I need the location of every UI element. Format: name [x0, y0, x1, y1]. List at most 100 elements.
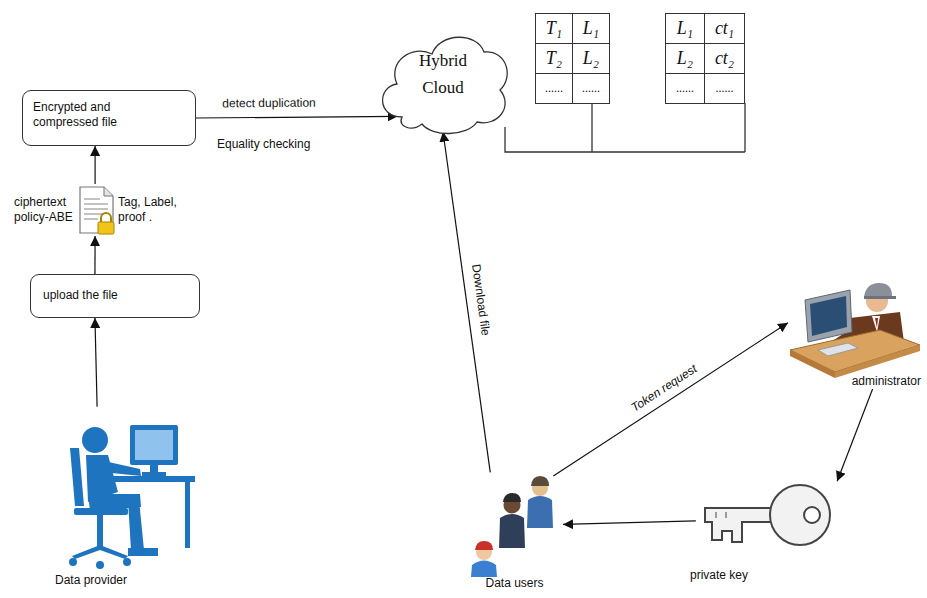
- connector-arrow: [196, 116, 398, 118]
- process-box: upload the file: [30, 274, 200, 318]
- data-provider-figure: [130, 425, 178, 465]
- node-text: administrator: [788, 374, 927, 389]
- table-cell: ......: [704, 73, 745, 104]
- table-cell: L₂: [665, 43, 705, 74]
- table-cell: ......: [535, 73, 573, 104]
- data-provider-figure: [97, 515, 103, 547]
- document-icon: [84, 198, 100, 199]
- table-link-lines: [505, 103, 745, 152]
- document-icon: [80, 187, 114, 234]
- table-cell: L₁: [665, 13, 705, 44]
- icon-gap: [76, 210, 114, 211]
- table-cell: ......: [572, 73, 610, 104]
- connector-arrow: [563, 521, 696, 525]
- figure-space: [788, 282, 927, 374]
- node-text: Encrypted and compressed file: [33, 100, 141, 130]
- private-key-figure: [726, 512, 727, 518]
- administrator-figure: [875, 318, 878, 328]
- node-text: Data provider: [50, 573, 207, 588]
- node-text: Data users: [466, 576, 563, 591]
- data-provider-figure: [69, 425, 195, 569]
- administrator-figure: [805, 290, 852, 342]
- table-link-lines: [591, 103, 592, 152]
- cloud-outline: [383, 37, 508, 133]
- table-cell: T₂: [535, 43, 573, 74]
- document-icon: [104, 187, 113, 196]
- table-link-lines: [505, 127, 745, 152]
- table-cell: L₂: [572, 43, 610, 74]
- data-users-figure: [527, 496, 553, 528]
- table-cell: ......: [665, 73, 705, 104]
- administrator-figure: [810, 296, 847, 336]
- document-icon: [84, 213, 104, 214]
- data-provider-figure: [142, 472, 166, 476]
- table-cell: ct₁: [704, 13, 745, 44]
- document-icon: [84, 208, 108, 209]
- edge-label: detect duplication: [220, 96, 318, 111]
- data-provider-figure: [70, 448, 84, 506]
- actor-figure: administrator: [788, 282, 927, 389]
- document-icon: [80, 187, 113, 233]
- process-box: Encrypted and compressed file: [22, 90, 196, 146]
- private-key-figure: [716, 512, 717, 518]
- table-cell: T₁: [535, 13, 573, 44]
- data-provider-figure: [74, 508, 128, 515]
- data-provider-figure: [123, 558, 131, 566]
- node-text: ciphertext policy-ABE: [10, 195, 76, 225]
- edge-label: Download file: [469, 261, 493, 338]
- connector-arrow: [553, 323, 788, 476]
- data-provider-figure: [128, 500, 144, 550]
- data-users-figure: [471, 561, 497, 578]
- data-provider-figure: [185, 482, 190, 548]
- data-users-figure: [471, 476, 553, 577]
- node-text: private key: [688, 568, 845, 583]
- document-icon: [101, 213, 111, 222]
- arrow-note: Equality checking: [217, 137, 310, 151]
- cloud-shape: Hybrid Cloud: [372, 22, 514, 140]
- data-provider-figure: [128, 548, 158, 556]
- private-key-figure: [705, 508, 774, 542]
- connector-arrow: [94, 236, 95, 274]
- actor-figure: Data provider: [50, 405, 207, 588]
- data-provider-figure: [69, 558, 77, 566]
- data-users-figure: [531, 476, 549, 486]
- figure-space: [466, 470, 563, 576]
- private-key-figure: [770, 485, 830, 545]
- data-users-figure: [499, 514, 525, 548]
- data-users-figure: [503, 493, 521, 502]
- node-text: Hybrid Cloud: [410, 47, 476, 101]
- document-icon: [84, 203, 108, 204]
- data-provider-figure: [82, 427, 108, 453]
- data-provider-figure: [102, 461, 141, 476]
- figure-space: [50, 405, 207, 573]
- connector-arrow: [94, 146, 95, 184]
- data-users-figure: [475, 541, 493, 550]
- administrator-figure: [818, 343, 858, 356]
- node-text: Tag, Label, proof .: [114, 195, 190, 225]
- document-icon: [84, 218, 98, 219]
- node-text: upload the file: [43, 288, 183, 303]
- private-key-figure: [804, 507, 820, 523]
- connector-arrow: [837, 389, 872, 481]
- administrator-figure: [864, 283, 892, 297]
- document-icon: [84, 199, 108, 219]
- table-link-lines: [744, 103, 745, 152]
- edge-label: Token request: [626, 361, 700, 416]
- table-cell: L₁: [572, 13, 610, 44]
- administrator-figure: [790, 283, 920, 378]
- document-icon: [98, 222, 114, 234]
- document-node: ciphertext policy-ABE Tag, Label, proof .: [10, 184, 195, 236]
- figure-space: [688, 470, 845, 568]
- actor-figure: Data users: [466, 470, 563, 591]
- table-cell: ct₂: [704, 43, 745, 74]
- administrator-figure: [872, 316, 880, 332]
- key-figure: private key: [688, 470, 845, 583]
- data-provider-figure: [72, 545, 128, 559]
- data-provider-figure: [150, 465, 158, 473]
- data-provider-figure: [135, 430, 173, 460]
- data-provider-figure: [96, 561, 104, 569]
- private-key-figure: [705, 485, 830, 545]
- administrator-figure: [864, 296, 896, 299]
- data-provider-figure: [110, 476, 195, 482]
